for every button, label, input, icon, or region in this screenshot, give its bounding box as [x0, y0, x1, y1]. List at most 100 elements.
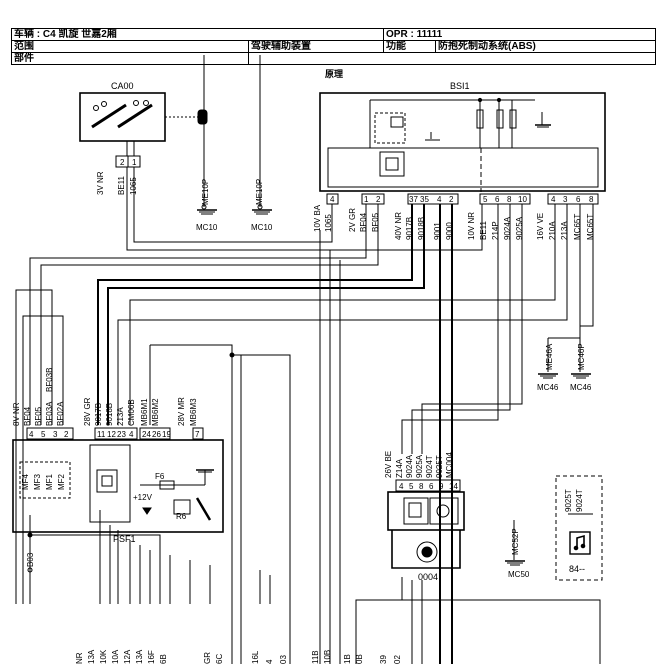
- svg-text:MC10: MC10: [251, 223, 273, 232]
- svg-text:28V MR: 28V MR: [177, 397, 186, 426]
- svg-text:MC004: MC004: [445, 452, 454, 478]
- svg-text:03: 03: [279, 655, 288, 664]
- bsi1-component: BSI1: [319, 81, 606, 192]
- svg-text:9018B: 9018B: [105, 403, 114, 426]
- svg-text:23: 23: [117, 430, 126, 439]
- svg-text:9001: 9001: [433, 222, 442, 240]
- svg-text:BF03B: BF03B: [45, 368, 54, 392]
- svg-text:9024A: 9024A: [405, 454, 414, 478]
- svg-text:5: 5: [483, 195, 488, 204]
- svg-text:2V GR: 2V GR: [348, 208, 357, 232]
- svg-text:10A: 10A: [111, 649, 120, 664]
- wires: [15, 55, 601, 664]
- svg-text:5: 5: [41, 430, 46, 439]
- svg-text:BF04: BF04: [359, 212, 368, 232]
- svg-text:28V GR: 28V GR: [83, 397, 92, 426]
- abs-wire-labels: 26V BE Z14A 9024A 9025A 9024T 9025T MC00…: [384, 451, 454, 478]
- svg-text:4: 4: [399, 482, 404, 491]
- ground-me46a: ME46A MC46: [537, 343, 559, 392]
- svg-text:213A: 213A: [560, 221, 569, 240]
- bsi1-label: BSI1: [450, 81, 470, 91]
- svg-text:4: 4: [551, 195, 556, 204]
- svg-text:210A: 210A: [548, 221, 557, 240]
- ground-mc46p: MC46P MC46: [570, 343, 592, 392]
- ca00-connector: 2 1 3V NR BE11 1065: [96, 158, 138, 195]
- svg-text:BF05: BF05: [371, 212, 380, 232]
- svg-text:Z14A: Z14A: [395, 458, 404, 478]
- component-84-labels: 9025T 9024T 84--: [564, 489, 593, 574]
- svg-text:11B: 11B: [311, 650, 320, 664]
- psf1-component: [12, 439, 224, 533]
- psf1-label: PSF1: [113, 534, 136, 544]
- ca00-label: CA00: [111, 81, 134, 91]
- svg-text:213A: 213A: [116, 407, 125, 426]
- svg-text:MC46: MC46: [537, 383, 559, 392]
- svg-text:10K: 10K: [99, 649, 108, 664]
- header-table: 车辆 : C4 凯旋 世嘉2厢 OPR : 11111 范围 驾驶辅助装置 功能…: [10, 28, 656, 65]
- svg-text:02: 02: [393, 655, 402, 664]
- svg-text:6: 6: [495, 195, 500, 204]
- abs-label: 0004: [418, 572, 438, 582]
- svg-text:ME10P: ME10P: [201, 179, 210, 205]
- svg-text:9025T: 9025T: [435, 455, 444, 478]
- svg-text:4: 4: [129, 430, 134, 439]
- svg-text:16L: 16L: [251, 650, 260, 664]
- svg-text:B03: B03: [26, 552, 35, 567]
- svg-text:MF2: MF2: [57, 473, 66, 490]
- svg-text:6C: 6C: [215, 654, 224, 664]
- svg-text:8: 8: [589, 195, 594, 204]
- svg-text:16F: 16F: [147, 650, 156, 664]
- svg-text:2: 2: [449, 195, 454, 204]
- svg-text:39: 39: [379, 655, 388, 664]
- svg-text:16V VE: 16V VE: [536, 213, 545, 240]
- svg-text:1: 1: [364, 195, 369, 204]
- svg-text:4: 4: [330, 195, 335, 204]
- ground-mc52p: MC52P MC50: [505, 520, 530, 579]
- svg-text:2: 2: [120, 158, 125, 167]
- svg-text:4: 4: [437, 195, 442, 204]
- svg-text:MC50: MC50: [508, 570, 530, 579]
- svg-text:2: 2: [64, 430, 69, 439]
- svg-text:12: 12: [107, 430, 116, 439]
- svg-text:214P: 214P: [491, 221, 500, 240]
- svg-text:GR: GR: [203, 652, 212, 664]
- svg-text:1B: 1B: [343, 654, 352, 664]
- svg-text:37: 37: [409, 195, 418, 204]
- ground-me10p-b: ME10P MC10: [251, 140, 273, 232]
- svg-text:BE11: BE11: [117, 175, 126, 195]
- svg-text:BF02A: BF02A: [56, 401, 65, 426]
- svg-text:0B: 0B: [355, 654, 364, 664]
- svg-text:6: 6: [576, 195, 581, 204]
- svg-text:5: 5: [409, 482, 414, 491]
- svg-text:8: 8: [507, 195, 512, 204]
- svg-text:9025A: 9025A: [415, 454, 424, 478]
- svg-text:+12V: +12V: [133, 493, 153, 502]
- svg-text:MB6M2: MB6M2: [151, 398, 160, 426]
- svg-text:9024T: 9024T: [425, 455, 434, 478]
- svg-text:BF04: BF04: [23, 406, 32, 426]
- svg-text:9025T: 9025T: [564, 489, 573, 512]
- svg-text:MF4: MF4: [21, 473, 30, 490]
- svg-text:NR: NR: [75, 652, 84, 664]
- svg-text:1: 1: [132, 158, 137, 167]
- svg-text:13A: 13A: [135, 649, 144, 664]
- svg-text:26: 26: [152, 430, 161, 439]
- svg-text:24: 24: [142, 430, 151, 439]
- svg-text:8: 8: [419, 482, 424, 491]
- svg-text:10V NR: 10V NR: [467, 212, 476, 240]
- abs-unit-0004: [387, 491, 465, 569]
- abs-pins: 4 5 8 6 9 14 0004: [395, 479, 461, 582]
- svg-text:MF1: MF1: [45, 473, 54, 490]
- parts-label: 部件: [11, 52, 249, 65]
- svg-text:MC65T: MC65T: [586, 214, 595, 240]
- svg-text:26V BE: 26V BE: [384, 451, 393, 478]
- c84-label: 84--: [569, 564, 585, 574]
- svg-text:MC65T: MC65T: [573, 214, 582, 240]
- svg-text:14: 14: [449, 482, 458, 491]
- svg-text:MB6M3: MB6M3: [189, 398, 198, 426]
- svg-text:7: 7: [195, 430, 200, 439]
- svg-text:MC46P: MC46P: [577, 343, 586, 370]
- svg-text:10: 10: [518, 195, 527, 204]
- svg-text:BF03A: BF03A: [45, 401, 54, 426]
- svg-text:10B: 10B: [323, 650, 332, 664]
